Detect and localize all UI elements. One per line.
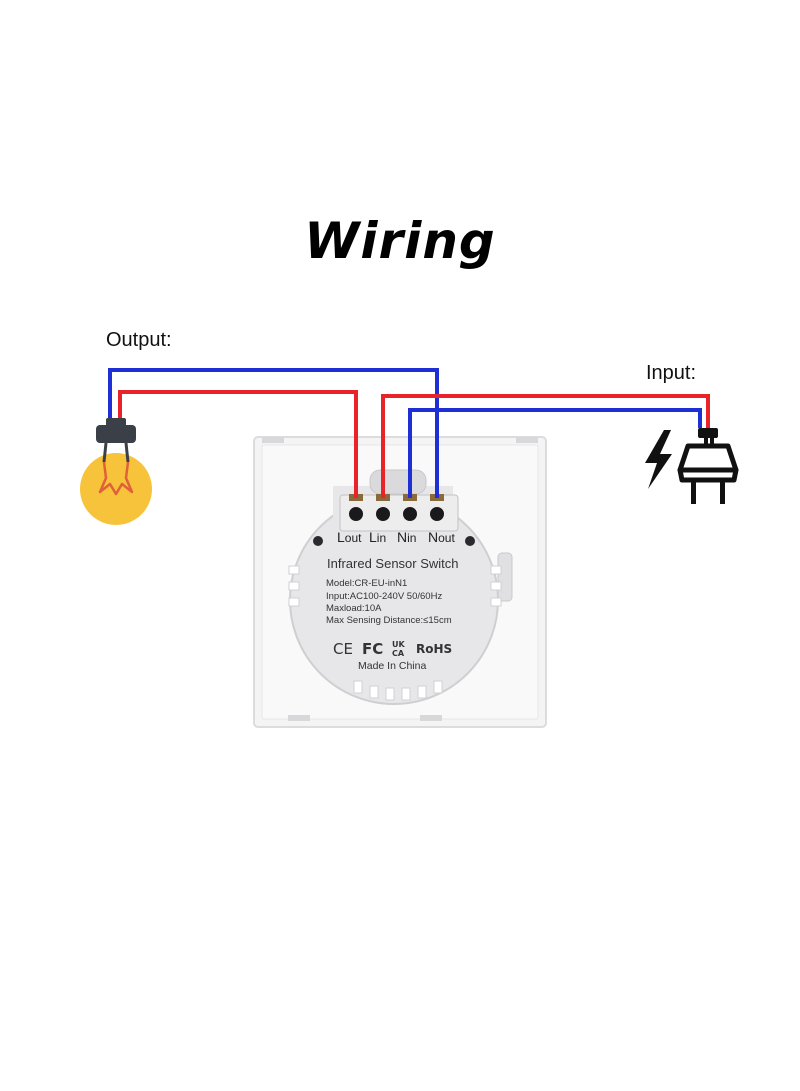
terminal-screw bbox=[403, 507, 417, 521]
light-bulb-icon bbox=[80, 418, 152, 525]
input-label: Input: bbox=[646, 362, 697, 384]
neutral-wire-input bbox=[408, 408, 702, 498]
terminal-screw bbox=[376, 507, 390, 521]
terminal-screw bbox=[430, 507, 444, 521]
maxload-text: Maxload:10A bbox=[326, 603, 382, 614]
svg-text:CA: CA bbox=[392, 649, 405, 658]
sensing-distance-text: Max Sensing Distance:≤15cm bbox=[326, 615, 452, 626]
input-spec-text: Input:AC100-240V 50/60Hz bbox=[326, 591, 443, 602]
terminal-label-nin: Nin bbox=[397, 529, 417, 545]
lightning-bolt-icon bbox=[645, 430, 672, 489]
ce-mark: CE bbox=[333, 640, 353, 658]
terminal-label-nout: Nout bbox=[428, 529, 455, 545]
origin-text: Made In China bbox=[358, 660, 427, 672]
wires bbox=[108, 368, 710, 498]
page-title: Wiring bbox=[304, 212, 496, 270]
terminal-label-lout: Lout bbox=[337, 529, 362, 545]
ukca-mark: UK bbox=[392, 640, 405, 649]
product-name: Infrared Sensor Switch bbox=[327, 556, 459, 571]
rohs-mark: RoHS bbox=[416, 642, 452, 656]
model-text: Model:CR-EU-inN1 bbox=[326, 578, 408, 589]
live-wire-output bbox=[118, 390, 358, 498]
fc-mark: FC bbox=[362, 640, 383, 658]
power-plug-icon bbox=[677, 428, 739, 504]
neutral-wire-output bbox=[108, 368, 439, 498]
terminal-label-lin: Lin bbox=[369, 529, 387, 545]
terminal-screw bbox=[349, 507, 363, 521]
live-wire-input bbox=[381, 394, 710, 498]
certification-marks: CE FC UK CA RoHS bbox=[333, 640, 452, 658]
output-label: Output: bbox=[106, 329, 172, 351]
